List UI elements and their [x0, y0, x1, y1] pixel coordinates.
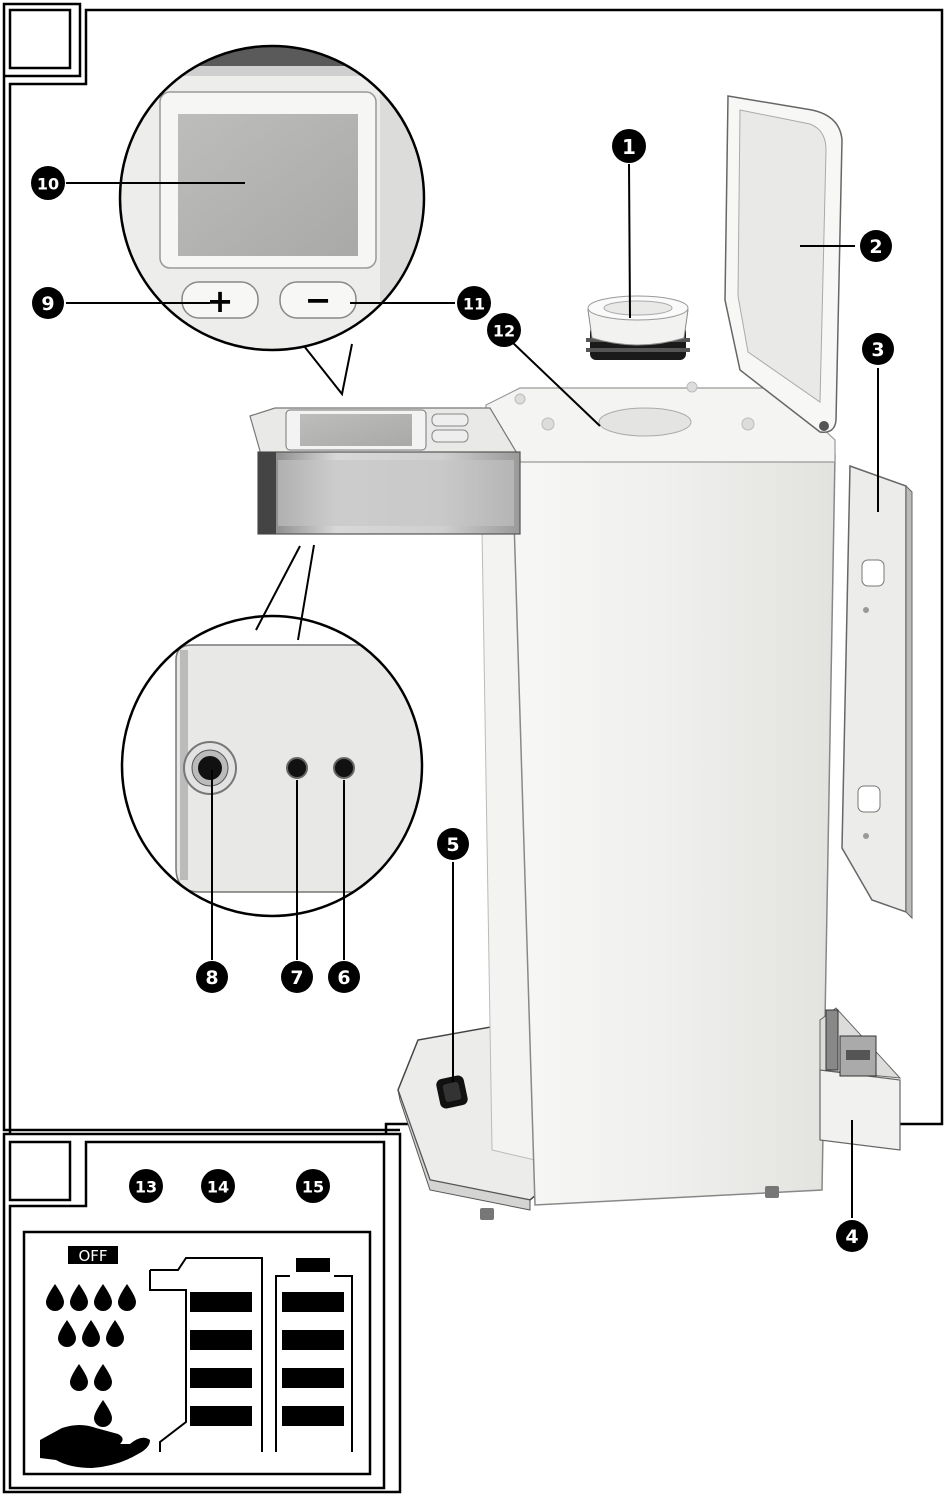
callout-10-label: 10 [37, 175, 59, 194]
callout-3-label: 3 [871, 339, 884, 361]
callout-11: 11 [457, 286, 491, 320]
callout-9-label: 9 [41, 293, 54, 315]
zoom-controls: + − [110, 40, 440, 394]
callout-7-label: 7 [290, 967, 303, 989]
fill-opening [599, 408, 691, 436]
lid-hinge [819, 421, 829, 431]
main-body [512, 455, 835, 1205]
callout-1: 1 [612, 129, 646, 163]
callout-12: 12 [487, 313, 521, 347]
callout-4: 4 [836, 1220, 868, 1252]
battery-level-bar [282, 1368, 344, 1388]
zoom-underside [110, 545, 440, 930]
battery-level-bar [282, 1330, 344, 1350]
collar-hole [687, 382, 697, 392]
tank-cap [586, 296, 690, 360]
callout-8-label: 8 [205, 967, 218, 989]
callout-1-label: 1 [622, 135, 636, 159]
callout-8: 8 [196, 961, 228, 993]
collar-hole [742, 418, 754, 430]
callout-9: 9 [32, 287, 64, 319]
callout-13-label: 13 [135, 1178, 157, 1197]
wall-bracket [842, 466, 912, 918]
battery-terminal [296, 1258, 330, 1272]
foot [480, 1208, 494, 1220]
mini-plus-button [432, 430, 468, 442]
callout-6: 6 [328, 961, 360, 993]
battery-level-bar [282, 1406, 344, 1426]
figure-b-tab [10, 1142, 70, 1200]
callout-5-label: 5 [446, 834, 459, 856]
zoom-plus-symbol: + [207, 282, 234, 320]
sensor-7 [287, 758, 307, 778]
figure-b: OFF [4, 1134, 400, 1492]
callout-13: 13 [129, 1169, 163, 1203]
callout-6-label: 6 [337, 967, 350, 989]
callout-7: 7 [281, 961, 313, 993]
zoom-minus-symbol: − [305, 281, 332, 319]
callout-14-label: 14 [207, 1178, 229, 1197]
tank-level-bar [190, 1368, 252, 1388]
callout-12-label: 12 [493, 322, 515, 341]
callout-5: 5 [437, 828, 469, 860]
collar-hole [542, 418, 554, 430]
control-head-panel [278, 460, 514, 526]
battery-level-bar [282, 1292, 344, 1312]
mini-minus-button [432, 414, 468, 426]
callout-15-label: 15 [302, 1178, 324, 1197]
zoom-display-screen [178, 114, 358, 256]
callout-4-label: 4 [845, 1226, 858, 1248]
callout-10: 10 [31, 166, 65, 200]
tank-level-bar [190, 1406, 252, 1426]
tank-level-bar [190, 1292, 252, 1312]
mini-display-screen [300, 414, 412, 446]
callout-11-label: 11 [463, 295, 485, 314]
callout-2: 2 [860, 230, 892, 262]
sensor-6 [334, 758, 354, 778]
callout-3: 3 [862, 333, 894, 365]
figure-a-tab [10, 10, 70, 68]
callout-14: 14 [201, 1169, 235, 1203]
control-head-end [258, 452, 276, 534]
off-text: OFF [78, 1247, 107, 1265]
callout-15: 15 [296, 1169, 330, 1203]
tank-lid [725, 96, 842, 432]
callout-2-label: 2 [869, 236, 882, 258]
battery-drawer [820, 1008, 900, 1150]
foot [765, 1186, 779, 1198]
collar-hole [515, 394, 525, 404]
tank-level-bar [190, 1330, 252, 1350]
